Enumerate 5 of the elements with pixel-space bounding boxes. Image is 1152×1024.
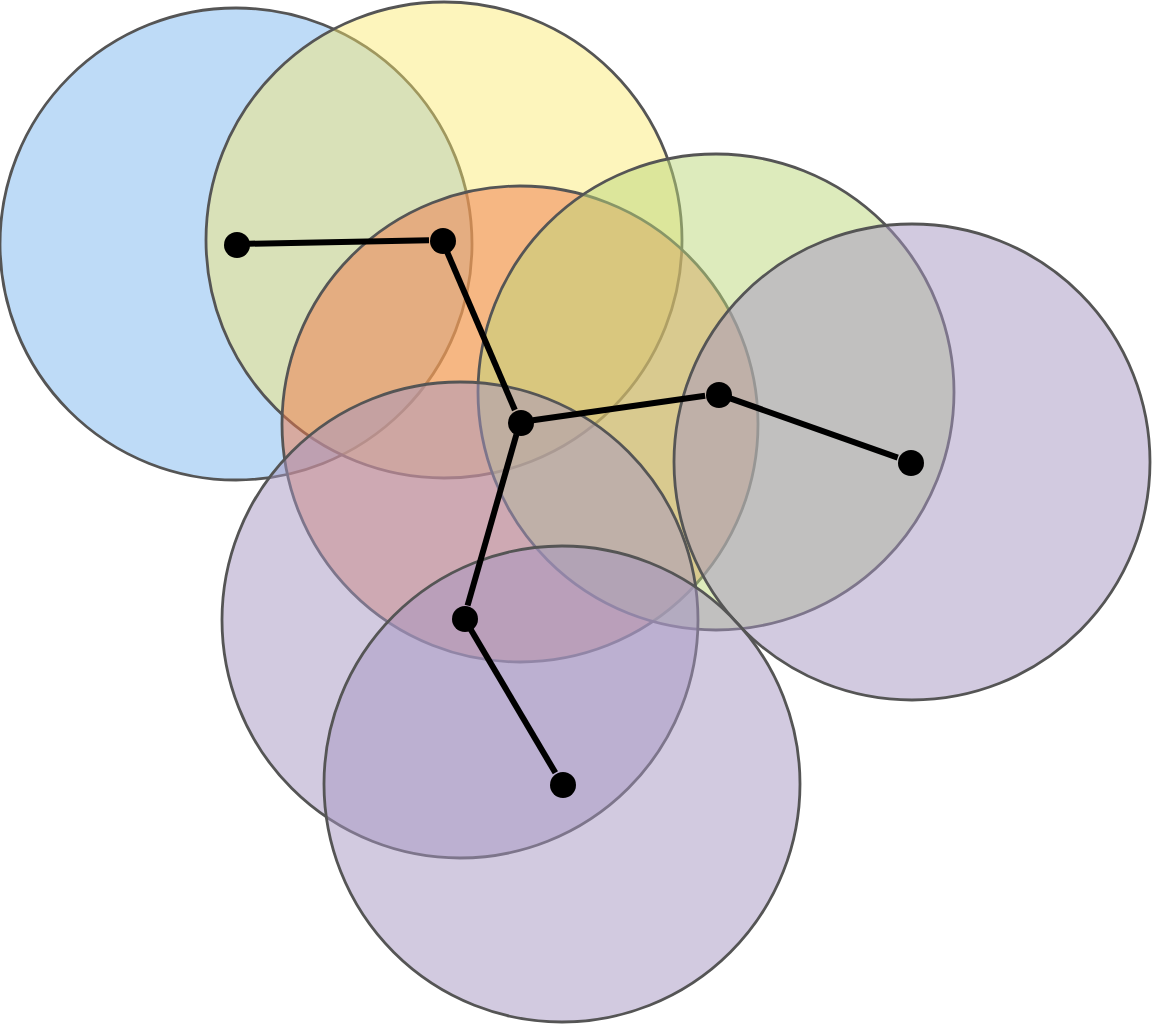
connector-line xyxy=(532,392,706,424)
connector-line xyxy=(248,237,430,247)
connector-line xyxy=(444,250,518,412)
connector-line xyxy=(468,627,558,775)
connector-line xyxy=(464,433,520,607)
